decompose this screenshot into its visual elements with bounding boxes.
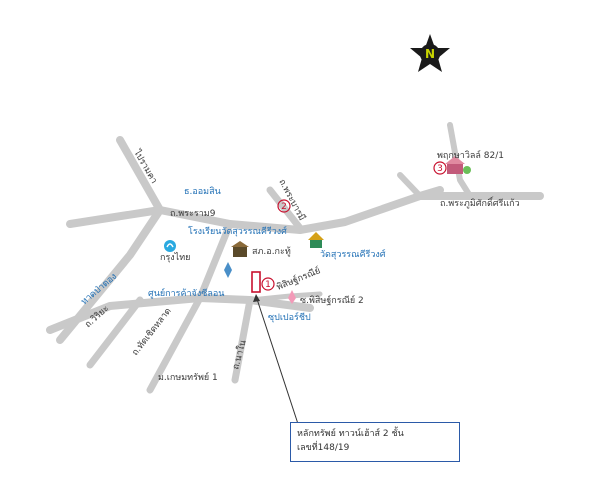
label-road-rama: ถ.พระราม9 — [170, 209, 216, 219]
svg-text:3: 3 — [437, 164, 443, 174]
road-hat-patong — [56, 206, 164, 344]
note-line-1: หลักทรัพย์ ทาวน์เฮ้าส์ 2 ชั้น — [297, 429, 404, 439]
road-na-nai — [231, 296, 254, 384]
label-shopping: ศูนย์การค้าจังซีลอน — [148, 287, 224, 299]
label-school: โรงเรียนวัดสุวรรณคีรีวงศ์ — [188, 225, 287, 237]
road-network — [46, 122, 544, 394]
marker-1: 1 — [261, 277, 275, 291]
marker-3: 3 — [433, 161, 447, 175]
property-note-box: หลักทรัพย์ ทาวน์เฮ้าส์ 2 ชั้น เลขที่148/… — [290, 422, 460, 462]
label-supercheap: ซุปเปอร์ชีป — [268, 311, 311, 323]
road-to-village — [397, 172, 423, 199]
label-road-bottom-left: ถ.ทัดเชิดหลาด — [130, 306, 174, 358]
svg-text:2: 2 — [281, 202, 287, 212]
road-down-kasem — [146, 294, 204, 394]
property-marker — [251, 271, 261, 293]
label-soi: ซ.พิสิษฐ์กรณีย์ 2 — [300, 294, 364, 306]
road-top-left — [116, 136, 164, 214]
north-letter: N — [425, 47, 435, 61]
road-left-vertical — [196, 220, 234, 302]
road-phrap — [266, 186, 304, 232]
pointer-arrowhead — [253, 294, 260, 302]
label-village: พฤกษาวิลล์ 82/1 — [437, 149, 504, 161]
label-bank: ธ.ออมสิน — [184, 186, 221, 197]
road-rama-ix — [66, 186, 444, 234]
svg-text:1: 1 — [265, 280, 271, 290]
label-kasem: ม.เกษมทรัพย์ 1 — [158, 371, 218, 383]
label-road-khao: ถ.พระภูมิศักดิ์ศรีแก้ว — [440, 196, 520, 209]
pointer-line — [255, 295, 301, 431]
north-arrow-icon: N — [410, 34, 450, 72]
label-road-bottom: ถ.นาใน — [230, 339, 248, 371]
label-bank-caption: กรุงไทย — [160, 252, 190, 263]
village-icon — [445, 156, 471, 174]
label-soi-upper: พิสิษฐ์กรณีย์ — [275, 264, 322, 292]
supercheap-pin-icon — [288, 290, 296, 304]
shopping-icon — [224, 262, 232, 278]
marker-2: 2 — [277, 199, 291, 213]
label-temple: วัดสุวรรณคีรีวงศ์ — [320, 248, 386, 260]
police-icon — [231, 241, 249, 257]
bank-icon — [164, 240, 176, 252]
label-police: สภ.อ.กะทู้ — [252, 246, 291, 257]
road-village-branch — [447, 122, 473, 199]
temple-icon — [308, 232, 324, 248]
road-down-left — [86, 296, 144, 369]
note-line-2: เลขที่148/19 — [297, 443, 350, 453]
